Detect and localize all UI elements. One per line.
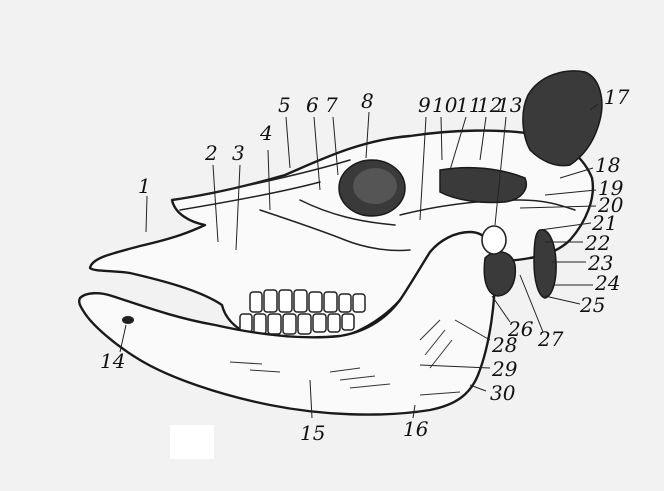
label-3: 3 <box>232 141 245 165</box>
tympanic-bulla <box>484 252 515 296</box>
label-27: 27 <box>537 327 564 351</box>
label-17: 17 <box>604 85 630 109</box>
label-4: 4 <box>259 121 273 145</box>
label-18: 18 <box>595 153 620 177</box>
label-16: 16 <box>403 417 429 441</box>
label-29: 29 <box>491 357 518 381</box>
label-6: 6 <box>306 93 319 117</box>
label-1: 1 <box>138 174 151 198</box>
horn-core <box>523 71 602 166</box>
condyloid-process <box>482 226 506 254</box>
label-8: 8 <box>361 89 374 113</box>
blank-patch <box>170 425 214 459</box>
label-28: 28 <box>491 333 517 357</box>
label-13: 13 <box>497 93 522 117</box>
paracondylar-process <box>534 230 556 298</box>
label-2: 2 <box>204 141 218 165</box>
label-14: 14 <box>100 349 125 373</box>
label-5: 5 <box>278 93 291 117</box>
label-25: 25 <box>579 293 605 317</box>
label-9: 9 <box>418 93 431 117</box>
orbit-inner <box>353 168 397 204</box>
label-7: 7 <box>325 93 338 117</box>
label-10: 10 <box>432 93 458 117</box>
label-24: 24 <box>594 271 620 295</box>
upper-teeth <box>250 290 365 312</box>
label-30: 30 <box>490 381 516 405</box>
label-15: 15 <box>300 421 325 445</box>
mental-foramen <box>122 316 134 324</box>
